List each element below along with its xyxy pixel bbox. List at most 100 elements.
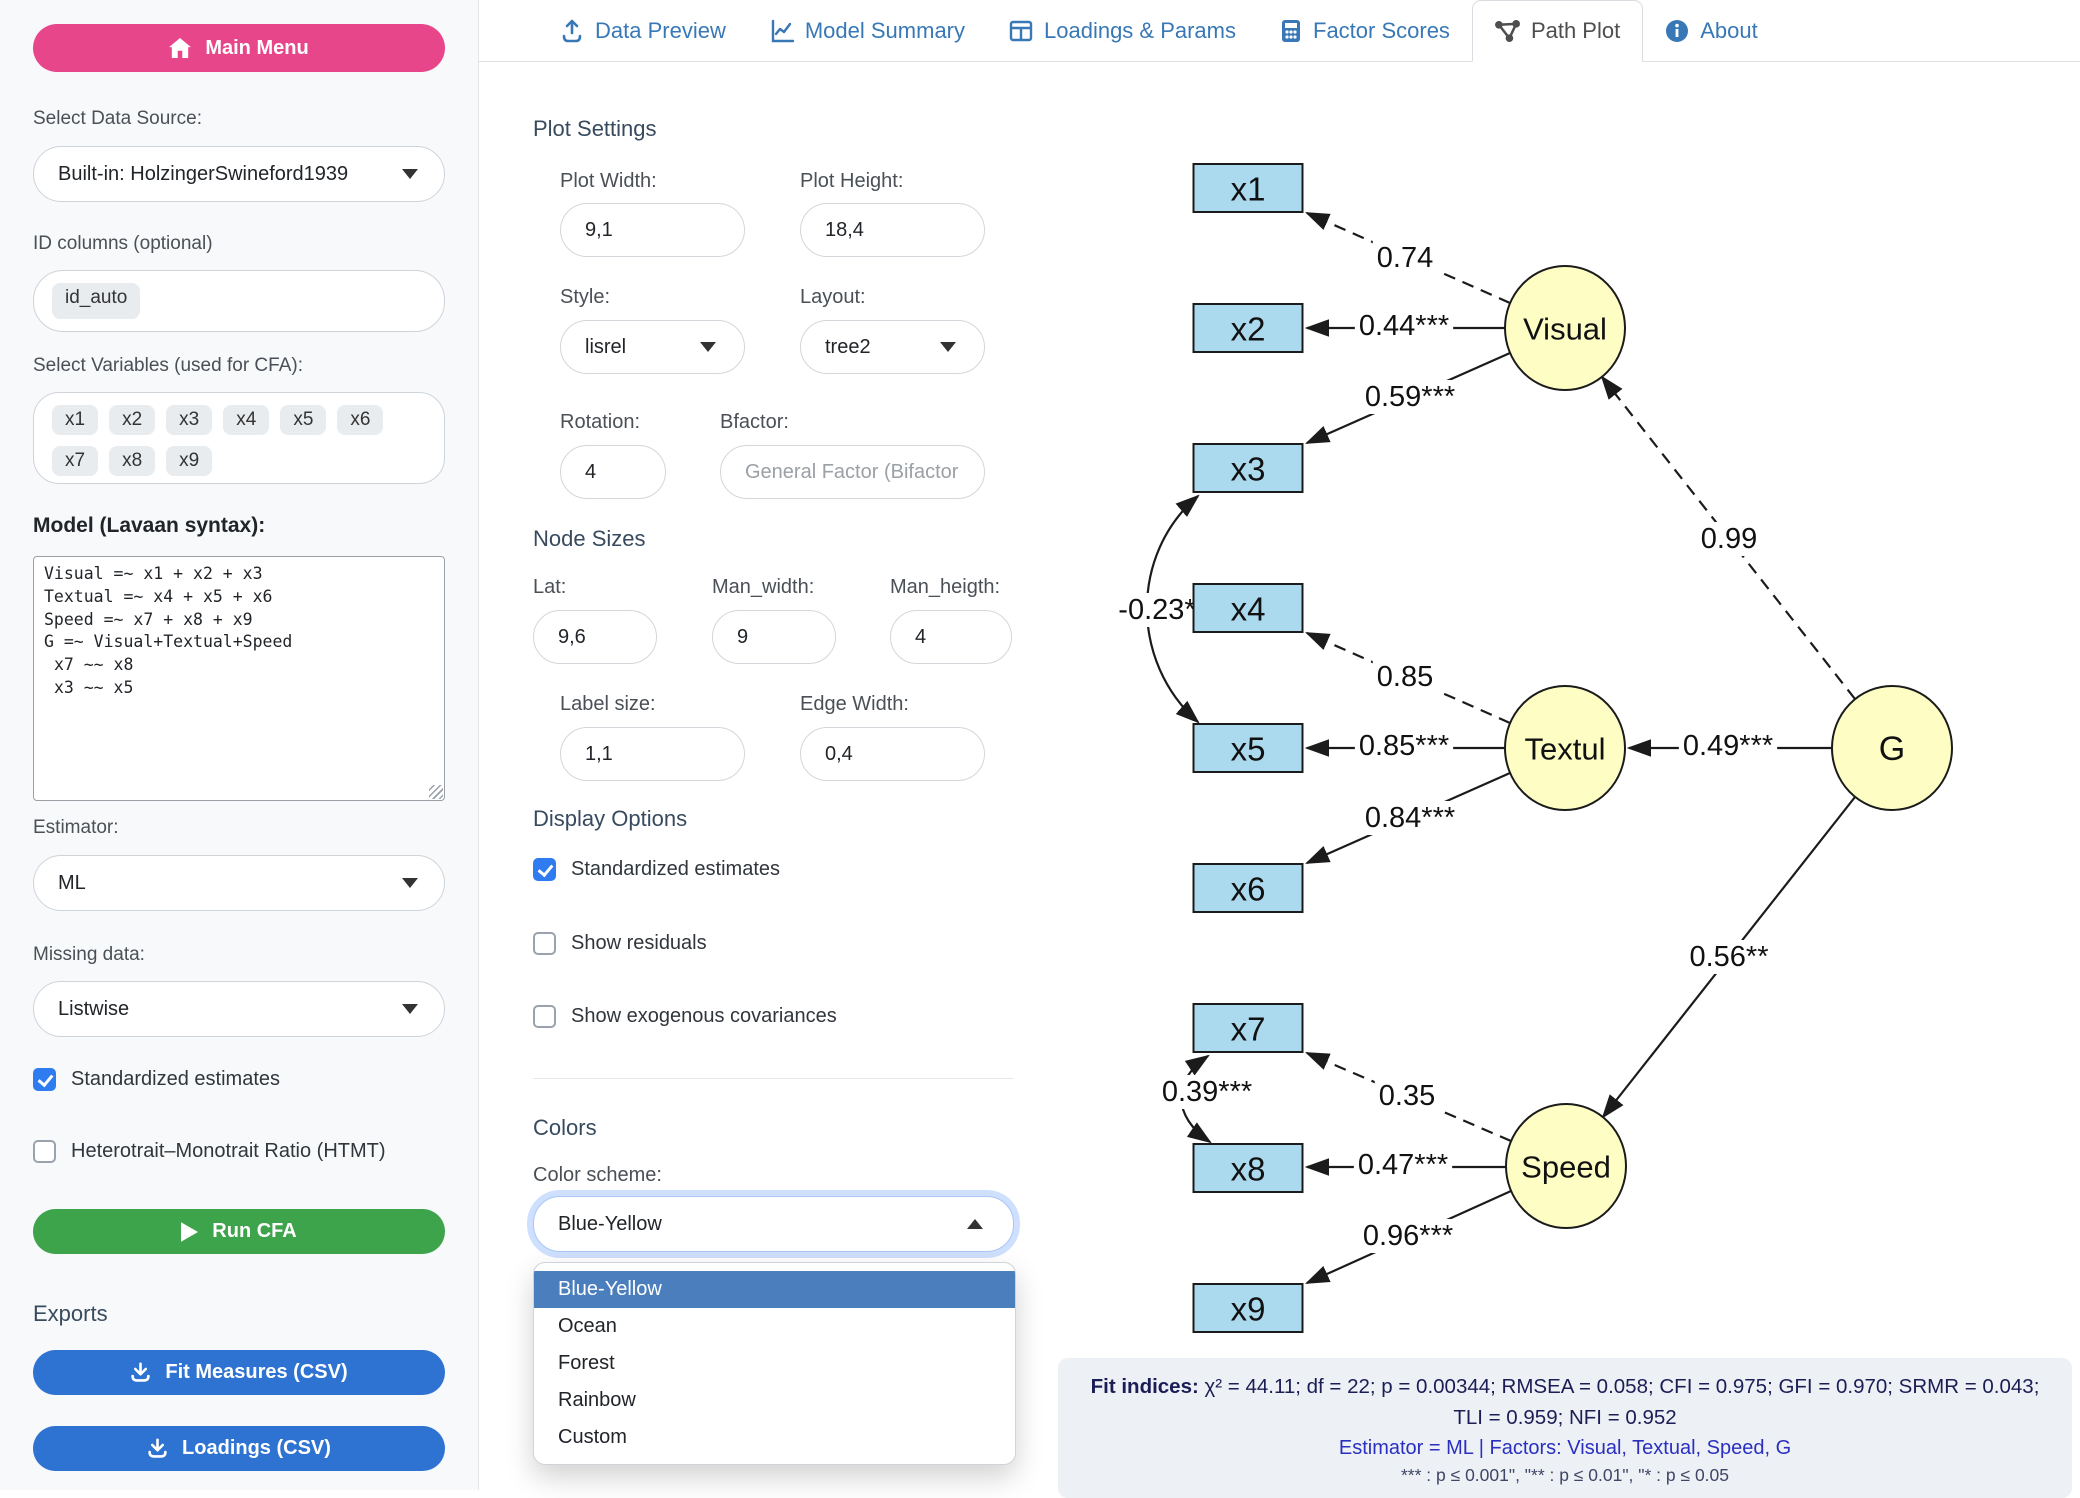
color-scheme-option[interactable]: Rainbow xyxy=(558,1389,636,1411)
option-label: Standardized estimates xyxy=(571,858,781,880)
latent-node-label: Visual xyxy=(1523,312,1607,347)
manifest-node-x3 xyxy=(1192,443,1304,493)
checkbox-checked-icon[interactable] xyxy=(33,1068,56,1091)
tab-model-summary[interactable]: Model Summary xyxy=(748,0,987,62)
export-fit-measures-button[interactable]: Fit Measures (CSV) xyxy=(33,1350,445,1395)
upload-icon xyxy=(562,19,582,43)
chip[interactable]: x2 xyxy=(109,405,156,435)
display-options-heading: Display Options xyxy=(533,806,688,831)
label-size-value: 1,1 xyxy=(585,742,613,765)
model-syntax-textarea[interactable]: Visual =~ x1 + x2 + x3 Textual =~ x4 + x… xyxy=(33,556,445,801)
checkbox-unchecked-icon[interactable] xyxy=(533,932,556,955)
edge-width-input[interactable]: 0,4 xyxy=(800,727,985,781)
edge-label-x7-x8: 0.39*** xyxy=(1162,1076,1252,1108)
color-scheme-option[interactable]: Forest xyxy=(558,1352,615,1374)
tab-label: Path Plot xyxy=(1530,18,1621,43)
tab-about[interactable]: About xyxy=(1643,0,1780,62)
edge-label-bg xyxy=(1372,241,1438,275)
model-label: Model (Lavaan syntax): xyxy=(33,514,266,537)
path-plot-diagram: 0.740.44***0.59***0.850.85***0.84***0.35… xyxy=(1114,163,1953,1333)
label-size-label: Label size: xyxy=(560,693,656,715)
man-width-input[interactable]: 9 xyxy=(712,610,836,664)
plot-height-label: Plot Height: xyxy=(800,170,904,192)
variables-input[interactable]: x1 x2 x3 x4 x5 x6 x7 x8 x9 xyxy=(33,392,445,484)
bfactor-placeholder: General Factor (Bifactor xyxy=(745,460,959,483)
standardized-estimates-checkbox-row[interactable]: Standardized estimates xyxy=(33,1068,280,1091)
node-sizes-heading: Node Sizes xyxy=(533,526,646,551)
data-source-select[interactable]: Built-in: HolzingerSwineford1939 xyxy=(33,146,445,202)
label-size-input[interactable]: 1,1 xyxy=(560,727,745,781)
latent-node-Speed xyxy=(1505,1103,1627,1229)
manifest-node-x8 xyxy=(1192,1143,1304,1193)
show-exogenous-covariances-option[interactable]: Show exogenous covariances xyxy=(533,1005,837,1028)
main-menu-button[interactable]: Main Menu xyxy=(33,24,445,72)
chip[interactable]: x8 xyxy=(109,446,156,476)
tab-label: About xyxy=(1700,18,1758,43)
chip[interactable]: x5 xyxy=(280,405,327,435)
chip[interactable]: x9 xyxy=(166,446,213,476)
missing-data-select[interactable]: Listwise xyxy=(33,981,445,1037)
plot-width-input[interactable]: 9,1 xyxy=(560,203,745,257)
standardized-estimates-option[interactable]: Standardized estimates xyxy=(533,858,780,881)
fit-indices-text: Fit indices: χ² = 44.11; df = 22; p = 0.… xyxy=(1088,1372,2042,1434)
man-heigth-input[interactable]: 4 xyxy=(890,610,1012,664)
bfactor-input[interactable]: General Factor (Bifactor xyxy=(720,445,985,499)
plot-height-input[interactable]: 18,4 xyxy=(800,203,985,257)
chip[interactable]: x7 xyxy=(52,446,99,476)
chip[interactable]: x1 xyxy=(52,405,99,435)
id-columns-input[interactable]: id_auto xyxy=(33,270,445,332)
variables-label: Select Variables (used for CFA): xyxy=(33,355,303,376)
edge-label-bg xyxy=(1114,593,1200,627)
layout-select[interactable]: tree2 xyxy=(800,320,985,374)
rotation-input[interactable]: 4 xyxy=(560,445,666,499)
edge-width-label: Edge Width: xyxy=(800,693,909,715)
layout-value: tree2 xyxy=(825,335,871,358)
export-loadings-button[interactable]: Loadings (CSV) xyxy=(33,1426,445,1471)
color-scheme-option[interactable]: Ocean xyxy=(558,1315,617,1337)
style-select[interactable]: lisrel xyxy=(560,320,745,374)
diagram-icon xyxy=(1494,19,1520,42)
calculator-icon xyxy=(1282,20,1300,42)
edge-label-Visual-x1: 0.74 xyxy=(1377,242,1433,274)
manifest-node-x7 xyxy=(1192,1003,1304,1053)
edge-label-bg xyxy=(1374,1079,1440,1113)
htmt-label: Heterotrait–Monotrait Ratio (HTMT) xyxy=(71,1140,386,1162)
htmt-checkbox-row[interactable]: Heterotrait–Monotrait Ratio (HTMT) xyxy=(33,1140,386,1163)
manifest-node-label: x9 xyxy=(1231,1291,1266,1328)
latent-node-label: Textul xyxy=(1525,732,1606,767)
edge-label-Textul-x6: 0.84*** xyxy=(1365,802,1455,834)
checkbox-unchecked-icon[interactable] xyxy=(33,1140,56,1163)
missing-data-value: Listwise xyxy=(58,997,130,1020)
download-icon xyxy=(131,1362,151,1382)
fit-indices-prefix: Fit indices: xyxy=(1090,1375,1199,1398)
chip[interactable]: x4 xyxy=(223,405,270,435)
chip[interactable]: id_auto xyxy=(52,283,141,319)
checkbox-checked-icon[interactable] xyxy=(533,858,556,881)
divider xyxy=(533,1078,1014,1079)
plot-height-value: 18,4 xyxy=(825,218,864,241)
data-source-label: Select Data Source: xyxy=(33,108,202,129)
estimator-select[interactable]: ML xyxy=(33,855,445,911)
tab-data-preview[interactable]: Data Preview xyxy=(538,0,748,62)
chip[interactable]: x3 xyxy=(166,405,213,435)
rotation-label: Rotation: xyxy=(560,411,641,433)
show-residuals-option[interactable]: Show residuals xyxy=(533,932,707,955)
estimator-value: ML xyxy=(58,871,86,894)
tab-factor-scores[interactable]: Factor Scores xyxy=(1258,0,1472,62)
edge-label-G-Speed: 0.56** xyxy=(1689,941,1768,973)
color-scheme-option[interactable]: Blue-Yellow xyxy=(534,1271,1015,1308)
color-scheme-option[interactable]: Custom xyxy=(558,1426,627,1448)
lat-input[interactable]: 9,6 xyxy=(533,610,657,664)
color-scheme-value: Blue-Yellow xyxy=(558,1212,662,1235)
run-cfa-button[interactable]: Run CFA xyxy=(33,1209,445,1254)
edge-label-G-Visual: 0.99 xyxy=(1701,523,1757,555)
chip[interactable]: x6 xyxy=(337,405,384,435)
color-scheme-select[interactable]: Blue-Yellow xyxy=(533,1196,1014,1252)
id-columns-label: ID columns (optional) xyxy=(33,233,213,254)
tab-loadings-params[interactable]: Loadings & Params xyxy=(987,0,1258,62)
tab-path-plot[interactable]: Path Plot xyxy=(1471,0,1644,62)
manifest-node-x1 xyxy=(1192,163,1304,213)
checkbox-unchecked-icon[interactable] xyxy=(533,1005,556,1028)
edge-label-bg xyxy=(1685,940,1773,974)
textarea-resize-handle[interactable] xyxy=(429,785,443,799)
